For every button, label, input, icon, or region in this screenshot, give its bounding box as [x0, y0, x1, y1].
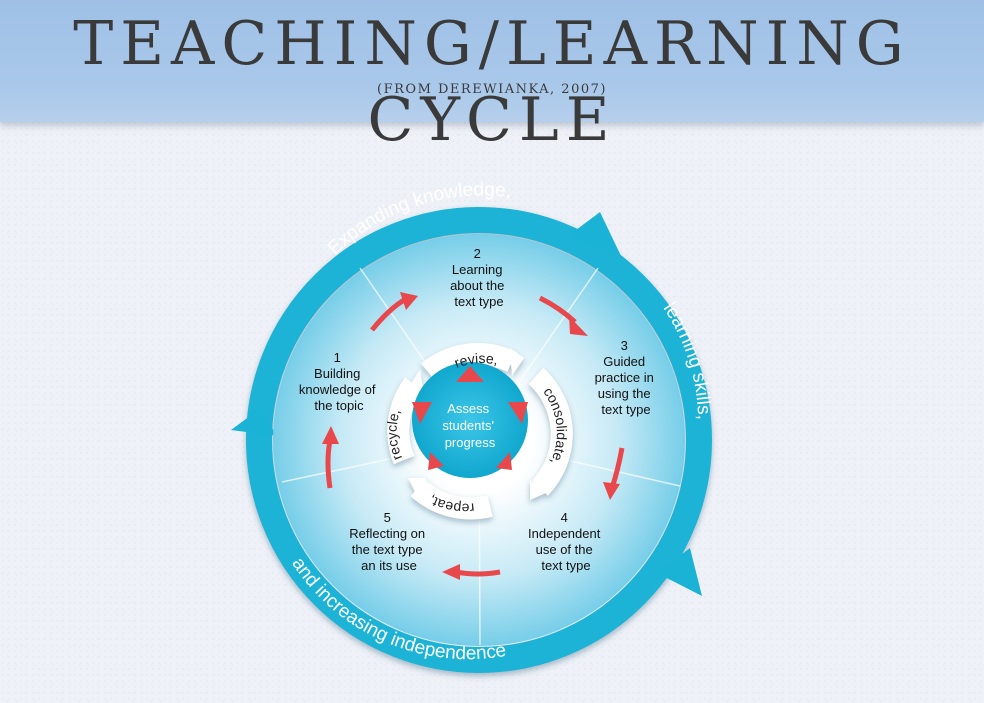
page-title: Teaching/Learning Cycle — [73, 9, 911, 155]
stage-line: text type — [541, 558, 590, 573]
stage-line: Guided — [603, 354, 645, 369]
stage-number: 3 — [621, 338, 628, 353]
stage-line: the topic — [314, 398, 364, 413]
outer-cycle-ring — [231, 207, 712, 673]
stage-3-text: 3 Guided practice in using the text type — [595, 338, 658, 417]
inner-label-revise: revise, — [452, 350, 500, 371]
stage-5-text: 5 Reflecting on the text type an its use — [349, 510, 429, 573]
red-arrow — [455, 569, 501, 577]
stage-4-text: 4 Independent use of the text type — [528, 510, 604, 573]
red-arrowhead — [442, 564, 460, 580]
stage-1-text: 1 Building knowledge of the topic — [299, 350, 379, 413]
center-circle — [412, 362, 528, 478]
outer-arrowhead — [657, 548, 702, 596]
stage-number: 2 — [474, 246, 481, 261]
stage-line: use of the — [536, 542, 593, 557]
page-subtitle: (from Derewianka, 2007) — [377, 82, 607, 97]
stage-2-text: 2 Learning about the text type — [450, 246, 508, 309]
red-arrowhead — [569, 316, 588, 336]
red-arrowhead — [400, 292, 418, 310]
stage-line: Learning — [452, 262, 503, 277]
stage-line: Reflecting on — [349, 526, 425, 541]
title-banner: Teaching/Learning Cycle (from Derewianka… — [0, 0, 984, 155]
stage-line: Building — [314, 366, 360, 381]
center-line: Assess — [447, 401, 489, 416]
stage-line: using the — [598, 386, 651, 401]
stage-line: an its use — [361, 558, 417, 573]
stage-line: practice in — [595, 370, 654, 385]
stage-arrowheads — [322, 292, 620, 580]
outer-arrowhead — [568, 212, 622, 258]
center-hub: Assess students' progress — [412, 362, 528, 478]
inner-cycle-ring — [387, 343, 573, 520]
stage-number: 1 — [334, 350, 341, 365]
center-line: progress — [445, 435, 496, 450]
svg-text:Assess students' p: Assess students' progress — [442, 401, 497, 450]
red-arrow — [325, 439, 333, 489]
stage-line: Independent — [528, 526, 601, 541]
center-arrows — [412, 366, 528, 470]
red-arrowhead — [322, 426, 339, 444]
stage-number: 4 — [561, 510, 568, 525]
stage-number: 5 — [384, 510, 391, 525]
stage-line: the text type — [352, 542, 423, 557]
stage-line: text type — [601, 402, 650, 417]
center-line: students' — [442, 418, 494, 433]
red-arrowhead — [603, 482, 620, 500]
stage-line: about the — [450, 278, 504, 293]
stage-line: knowledge of — [299, 382, 376, 397]
red-arrow — [370, 297, 406, 332]
stage-line: text type — [454, 294, 503, 309]
outer-arrowhead — [231, 410, 278, 436]
